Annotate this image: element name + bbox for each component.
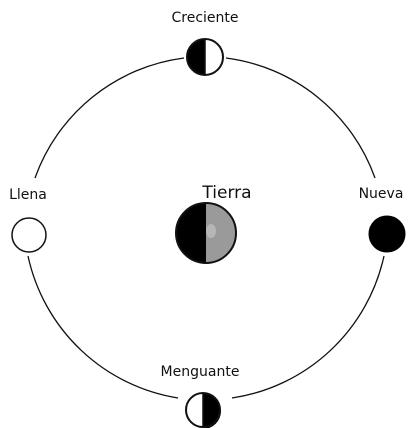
label-tierra: Tierra [201,183,251,203]
orbit-arc-bottom-left [28,256,178,398]
earth [176,203,236,263]
label-nueva: Nueva [359,186,404,202]
orbit-arc-top-right [226,58,375,178]
moon-llena [12,218,46,252]
moon-nueva [369,216,405,252]
label-llena: Llena [9,187,47,203]
moon-creciente-light-half [205,39,223,75]
earth-dark-half [176,203,206,263]
label-menguante: Menguante [161,364,240,380]
moon-creciente [187,39,223,75]
moon-creciente-dark-half [187,39,205,75]
orbit-arc-top-left [35,58,184,178]
moon-menguante [185,393,221,428]
orbit-arc-bottom-right [232,256,384,398]
moon-menguante-dark-half [203,393,221,428]
earth-highlight [206,224,216,238]
moon-menguante-light-half [185,393,203,428]
label-creciente: Creciente [171,10,238,26]
